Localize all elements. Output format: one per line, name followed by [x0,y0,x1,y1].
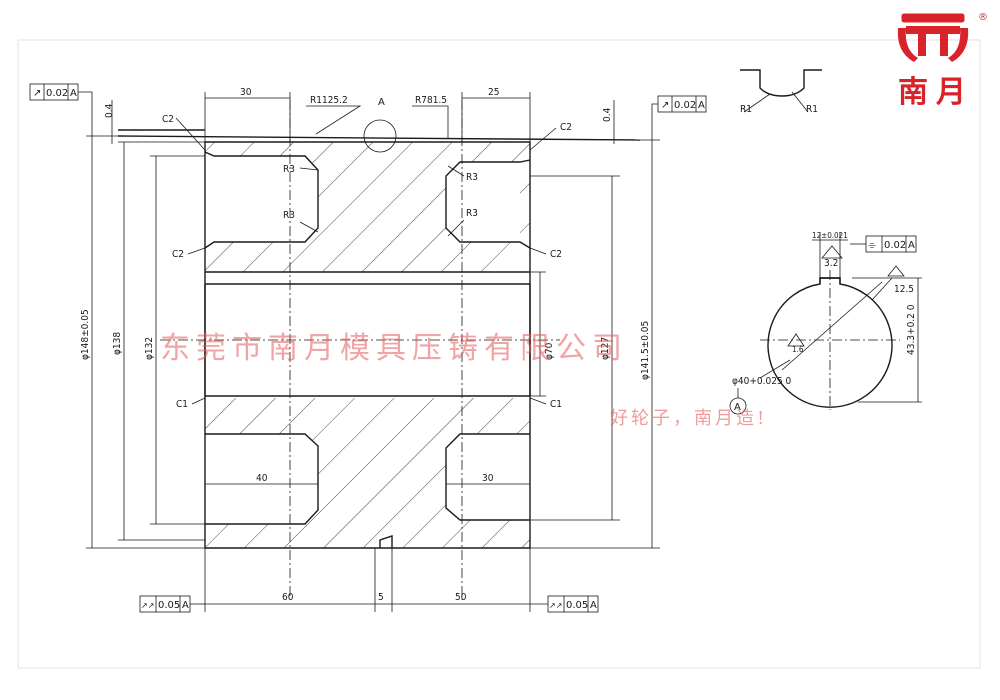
tf-tl-datum: A [70,88,77,99]
dim-top-25: 25 [488,87,499,98]
label-c2-mr: C2 [550,249,562,260]
tf-key-symbol: ⌯ [868,240,876,251]
datum-a-label: A [734,402,741,413]
logo-text: 南月 [898,75,974,110]
dim-d127: φ127 [600,337,611,360]
dim-bottom-30: 30 [482,473,494,484]
dim-bore: φ40+0.025 0 [732,376,792,387]
label-r3-d: R3 [466,208,478,219]
tf-tr-datum: A [698,100,705,111]
tf-tr-symbol: ↗ [661,100,669,111]
dim-bottom-40: 40 [256,473,268,484]
detail-a-circle [363,119,397,153]
tolerance-frame-bottom-left: ↗↗ 0.05 A [139,595,205,613]
label-r3-a: R3 [283,164,295,175]
tf-key-value: 0.02 [884,240,906,251]
dim-d148: φ148±0.05 [80,309,91,360]
tf-tl-symbol: ↗ [33,88,41,99]
top-dims: 30 25 R1125.2 R781.5 0.4 0.4 C2 C2 C2 C2… [104,87,615,410]
dim-d138: φ138 [112,332,123,355]
dim-offset-left: 0.4 [104,103,115,118]
dim-key-height: 43.3+0.2 0 [906,304,917,355]
dim-d141: φ141.5±0.05 [640,321,651,380]
dim-top-30: 30 [240,87,252,98]
tolerance-frame-top-left: ↗ 0.02 A [29,83,93,136]
dim-bottom-50: 50 [455,592,467,603]
registered-mark: ® [978,12,988,23]
hatch-top [205,142,530,272]
tolerance-frame-top-right: ↗ 0.02 A [651,95,707,140]
detail-a-view: R1 R1 [740,69,822,115]
bottom-dims: 40 30 60 5 50 [204,473,531,612]
detail-r1-left: R1 [740,104,752,115]
dim-offset-right: 0.4 [602,107,613,122]
rough-12-5: 12.5 [894,284,914,295]
tf-key-datum: A [908,240,915,251]
tf-tl-value: 0.02 [46,88,68,99]
tf-tr-value: 0.02 [674,100,696,111]
paper-border [17,39,981,669]
dim-r1125: R1125.2 [310,95,348,106]
rough-3-2: 3.2 [824,258,838,269]
rough-1-6: 1.6 [792,345,804,354]
tolerance-frame-bottom-right: ↗↗ 0.05 A [530,595,599,613]
label-c1-r: C1 [550,399,562,410]
brand-logo: ® 南月 [897,12,988,110]
diameter-dims: φ148±0.05 φ138 φ132 φ70 φ127 φ141.5±0.05 [80,135,660,549]
label-c1-l: C1 [176,399,188,410]
detail-a-label: A [378,97,385,108]
label-r3-c: R3 [466,172,478,183]
dim-d132: φ132 [144,337,155,360]
tf-br-value: 0.05 [566,600,588,611]
dim-bottom-5: 5 [378,592,384,603]
dim-r781: R781.5 [415,95,447,106]
tf-bl-datum: A [182,600,189,611]
logo-emblem-icon [897,13,969,62]
watermark-company: 东莞市南月模具压铸有限公司 [160,331,628,366]
watermark-slogan: 好轮子，南月造! [610,408,767,429]
detail-r1-right: R1 [806,104,818,115]
tf-br-symbol: ↗↗ [549,601,562,610]
dim-bottom-60: 60 [282,592,294,603]
label-c2-ml: C2 [172,249,184,260]
dim-d70: φ70 [544,342,555,360]
tf-bl-symbol: ↗↗ [141,601,154,610]
dim-key-width: 12±0.021 [812,231,848,240]
tf-bl-value: 0.05 [158,600,180,611]
label-c2-tl: C2 [162,114,174,125]
label-r3-b: R3 [283,210,295,221]
label-c2-tr: C2 [560,122,572,133]
keyway-view: 12±0.021 3.2 12.5 1.6 43.3+0.2 0 φ40+0.0… [729,231,922,415]
tf-br-datum: A [590,600,597,611]
